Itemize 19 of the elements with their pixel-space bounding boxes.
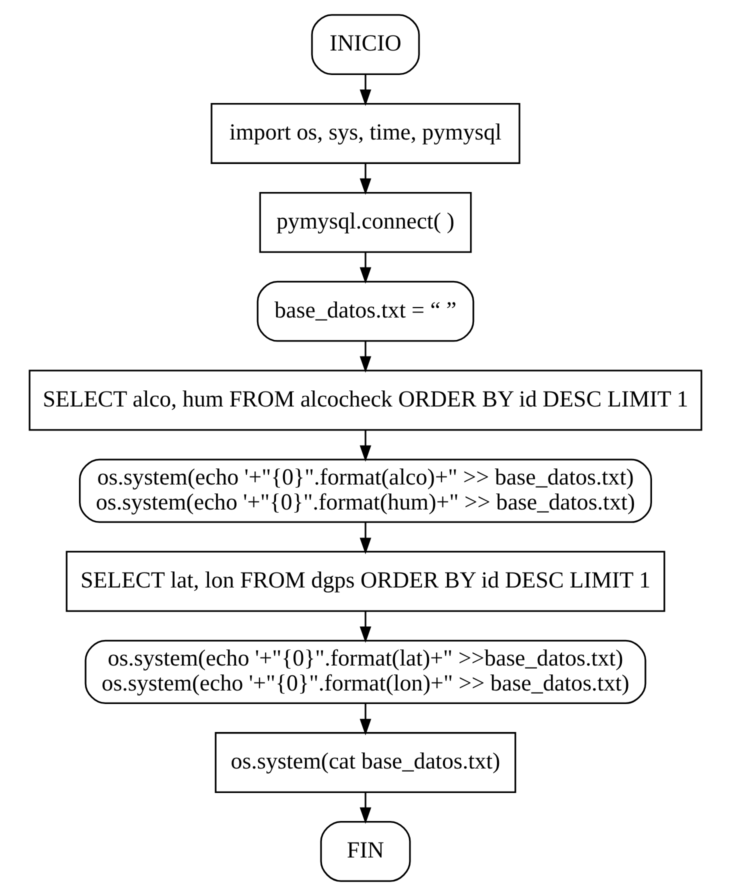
- node-box: base_datos.txt = “ ”: [256, 280, 474, 342]
- node-box: FIN: [320, 820, 411, 882]
- arrow: [360, 611, 372, 643]
- arrow: [360, 341, 372, 373]
- node-box: import os, sys, time, pymysql: [210, 103, 520, 164]
- node-box: SELECT alco, hum FROM alcocheck ORDER BY id DESC LIMIT 1: [28, 370, 702, 431]
- arrow: [360, 704, 372, 736]
- node-box: INICIO: [311, 14, 420, 76]
- arrow: [360, 792, 372, 824]
- arrow: [360, 430, 372, 462]
- node-box: os.system(echo '+"{0}".format(alco)+" >> base_datos.txt) os.system(echo '+"{0}".format(hum)+" >> base_datos.txt): [78, 458, 652, 523]
- node-box: os.system(echo '+"{0}".format(lat)+" >>base_datos.txt) os.system(echo '+"{0}".format(lon)+" >> base_datos.txt): [84, 640, 646, 704]
- arrow: [360, 163, 372, 195]
- node-box: os.system(cat base_datos.txt): [214, 732, 516, 793]
- arrow: [360, 74, 372, 106]
- arrow: [360, 252, 372, 284]
- arrow: [360, 522, 372, 554]
- node-box: pymysql.connect( ): [259, 192, 472, 253]
- node-box: SELECT lat, lon FROM dgps ORDER BY id DESC LIMIT 1: [66, 550, 666, 612]
